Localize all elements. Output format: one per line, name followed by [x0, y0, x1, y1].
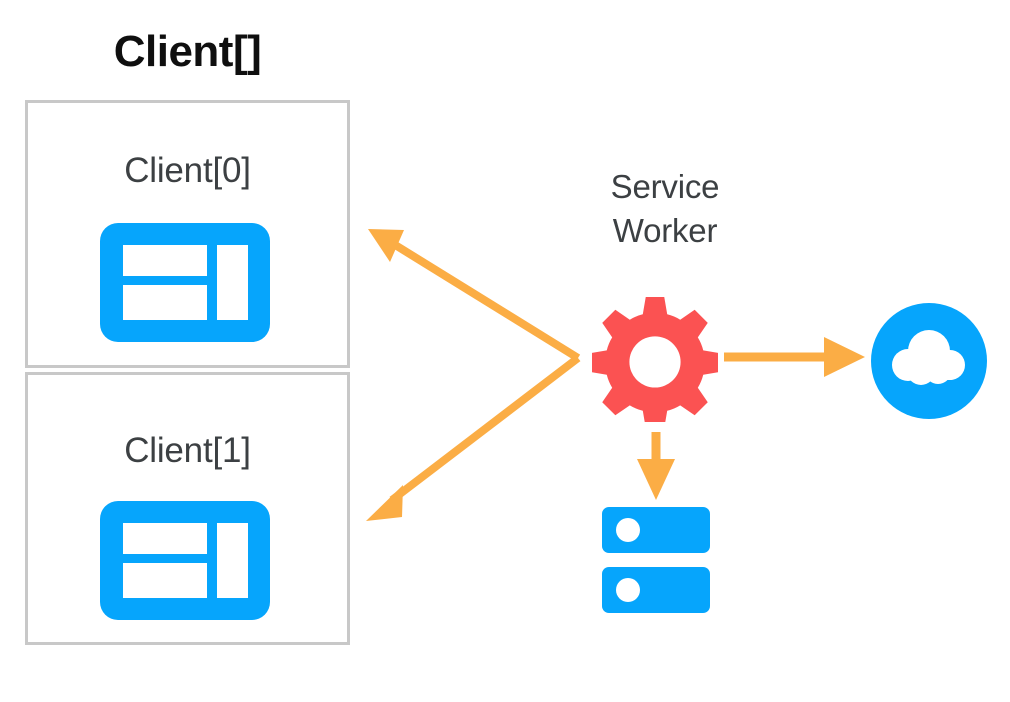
server-rack-top: [602, 507, 710, 553]
server-rack-bottom: [602, 567, 710, 613]
client-label-0: Client[0]: [124, 151, 251, 190]
service-worker-label: Service Worker: [560, 165, 770, 252]
server-storage-icon: [602, 507, 710, 613]
browser-pane-bottom-left: [123, 563, 207, 598]
cloud-icon: [871, 303, 987, 419]
service-worker-label-line1: Service: [610, 168, 720, 205]
browser-window-icon-0: [100, 223, 270, 342]
server-led-top: [616, 518, 640, 542]
server-led-bottom: [616, 578, 640, 602]
arrow-sw-to-cloud: [724, 337, 865, 377]
browser-pane-top-left: [123, 523, 207, 554]
arrow-sw-to-storage: [637, 432, 675, 500]
client-label-1: Client[1]: [124, 431, 251, 470]
service-worker-label-line2: Worker: [612, 211, 718, 249]
browser-window-icon-1: [100, 501, 270, 620]
browser-pane-right: [217, 523, 248, 598]
browser-pane-top-left: [123, 245, 207, 276]
arrow-sw-to-client0: [368, 229, 581, 362]
gear-icon: [592, 296, 718, 422]
page-title: Client[]: [113, 27, 262, 76]
browser-pane-bottom-left: [123, 285, 207, 320]
arrow-sw-to-client1: [366, 354, 581, 521]
browser-pane-right: [217, 245, 248, 320]
